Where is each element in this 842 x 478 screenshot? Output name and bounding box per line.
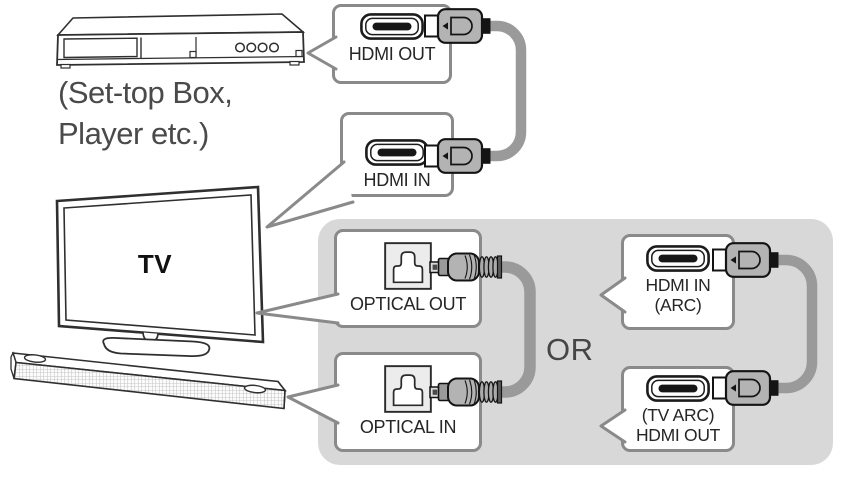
callout-label-optical-in: OPTICAL IN [359, 417, 457, 437]
callout-optical-in: OPTICAL IN [334, 352, 482, 452]
soundbar-top-detail [243, 384, 267, 394]
callout-hdmi-in-arc: HDMI IN (ARC) [621, 234, 735, 330]
callout-optical-out: OPTICAL OUT [334, 229, 482, 328]
callout-hdmi-in: HDMI IN [340, 112, 454, 197]
player-button [257, 42, 268, 53]
hdmi-port-icon [646, 245, 710, 272]
tv-label: TV [137, 249, 173, 279]
hdmi-port-icon [646, 375, 710, 402]
callout-tv-arc-hdmi-out: (TV ARC) HDMI OUT [621, 366, 735, 452]
callout-label-hdmi-in: HDMI IN [363, 170, 431, 190]
hdmi-port-icon [360, 13, 424, 40]
or-separator-label: OR [546, 332, 594, 367]
set-top-box-illustration [56, 13, 306, 69]
player-button [246, 42, 257, 53]
set-top-box-caption: (Set-top Box, Player etc.) [58, 72, 233, 154]
optical-port-icon [384, 365, 432, 413]
soundbar-illustration [10, 351, 287, 410]
set-top-box-caption-line2: Player etc.) [58, 116, 209, 151]
player-button [268, 42, 280, 53]
set-top-box-caption-line1: (Set-top Box, [58, 75, 233, 110]
callout-hdmi-out: HDMI OUT [332, 4, 452, 84]
callout-label-hdmi-in-arc-line1: HDMI IN [645, 275, 711, 295]
callout-label-hdmi-in-arc-line2: (ARC) [654, 295, 702, 315]
hdmi-cable [489, 20, 527, 162]
callout-label-tv-arc-line1: (TV ARC) [641, 405, 715, 425]
soundbar-top-detail [23, 354, 47, 363]
optical-port-icon [384, 242, 432, 290]
callout-label-tv-arc-line2: HDMI OUT [635, 425, 721, 445]
player-button [234, 42, 246, 53]
tv-stand-neck [142, 332, 159, 343]
hdmi-port-icon [365, 139, 429, 166]
tv-stand-base [102, 336, 211, 358]
callout-label-optical-out: OPTICAL OUT [349, 294, 467, 314]
callout-label-hdmi-out: HDMI OUT [348, 44, 436, 64]
